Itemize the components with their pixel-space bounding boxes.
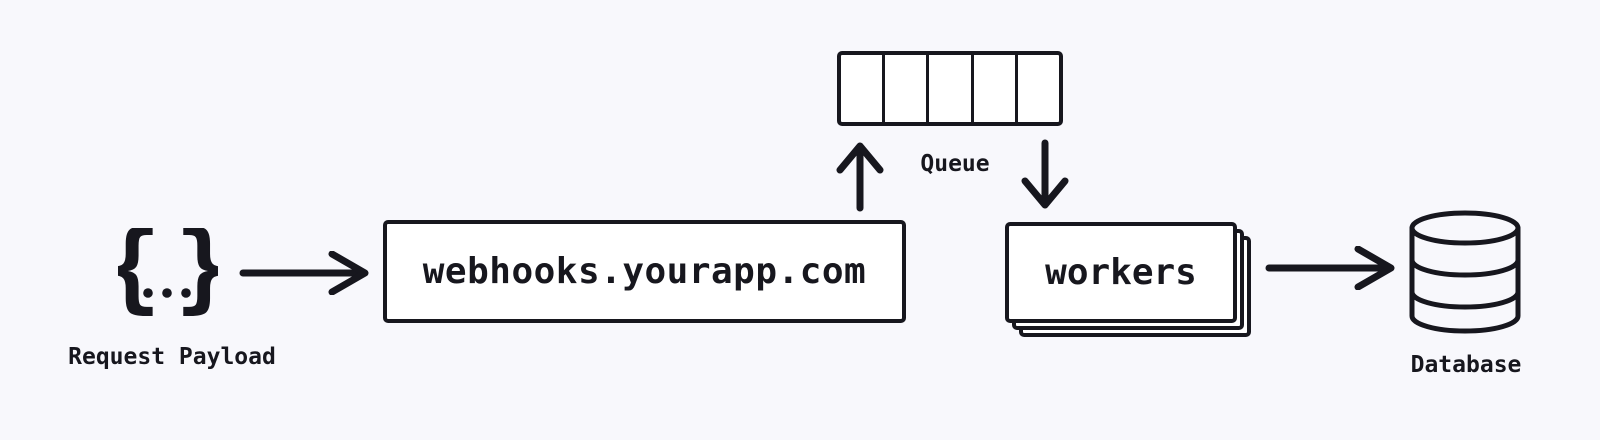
open-brace-glyph: { [118,228,161,320]
arrow-queue-to-workers [1021,139,1069,209]
queue-label: Queue [920,151,990,177]
workers-node: workers [1005,222,1252,338]
queue-cell [885,55,930,122]
arrow-server-to-queue [836,142,884,212]
dot [162,288,172,298]
webhook-server-node: webhooks.yourapp.com [383,220,906,323]
workers-front-box: workers [1005,222,1237,323]
payload-label: Request Payload [68,344,276,370]
dot [143,288,153,298]
arrow-workers-to-database [1265,246,1395,290]
workers-label: workers [1045,252,1197,293]
database-label: Database [1410,352,1522,378]
webhook-server-label: webhooks.yourapp.com [422,251,867,292]
queue-cell [974,55,1018,122]
dot [181,288,191,298]
queue-node [837,51,1063,126]
queue-cell [1018,55,1059,122]
json-braces-icon: { } [118,228,218,320]
queue-cell [929,55,974,122]
arrow-payload-to-server [239,251,369,295]
close-brace-glyph: } [175,228,218,320]
database-icon [1409,210,1521,334]
queue-cell [841,55,886,122]
